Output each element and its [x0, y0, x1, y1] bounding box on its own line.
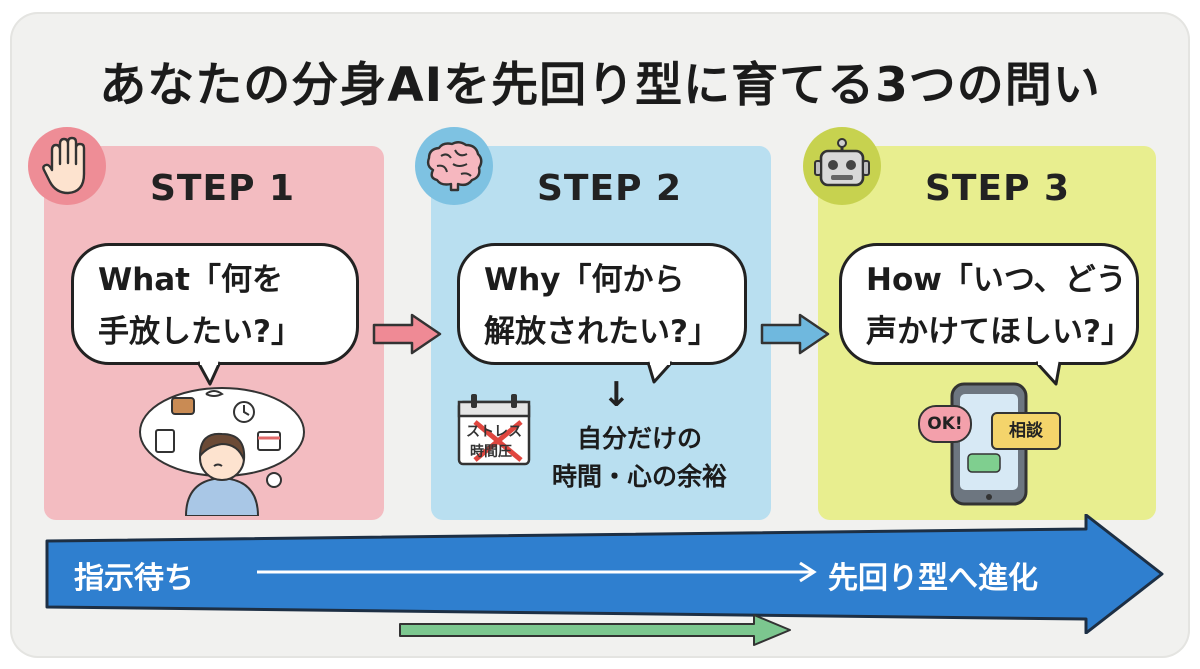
hand-icon — [42, 136, 86, 195]
step2-question-line1: Why「何から — [484, 262, 685, 298]
step2-question-bubble: Why「何から 解放されたい?」 — [457, 243, 747, 365]
brain-icon — [426, 141, 483, 192]
ok-chat-bubble: OK! — [918, 405, 972, 443]
arrow-step1-to-step2-icon — [372, 313, 442, 355]
consult-chat-bubble: 相談 — [991, 412, 1061, 450]
evolution-arrow — [45, 514, 1164, 634]
step2-result-line2: 時間・心の余裕 — [552, 462, 728, 491]
page-title: あなたの分身AIを先回り型に育てる3つの問い — [99, 58, 1101, 113]
worried-person-illustration — [139, 387, 305, 516]
step3-icon-circle — [803, 127, 881, 205]
progress-to-label: 先回り型へ進化 — [828, 561, 1038, 596]
step2-question-line2: 解放されたい?」 — [484, 314, 719, 350]
step2-icon-circle — [415, 127, 493, 205]
step1-question-line1: What「何を — [98, 262, 284, 298]
step3-question-line2: 声かけてほしい?」 — [866, 314, 1132, 350]
step3-bubble-tail — [1034, 360, 1062, 386]
arrow-step2-to-step3-icon — [760, 313, 830, 355]
robot-icon — [814, 138, 870, 187]
step1-question-line2: 手放したい?」 — [98, 314, 302, 350]
step2-label: STEP 2 — [537, 168, 683, 209]
green-progress-arrow-icon — [399, 614, 791, 646]
step2-bubble-tail — [646, 360, 674, 384]
step3-question-bubble: How「いつ、どう 声かけてほしい?」 — [839, 243, 1139, 365]
step1-icon-circle — [28, 127, 106, 205]
progress-from-label: 指示待ち — [74, 561, 194, 596]
step2-result-line1: 自分だけの — [577, 424, 703, 453]
calendar-word-stress: ストレス — [466, 424, 522, 440]
step3-question-line1: How「いつ、どう — [866, 262, 1127, 298]
down-arrow-icon: ↓ — [602, 375, 631, 415]
step3-label: STEP 3 — [925, 168, 1071, 209]
calendar-icon — [457, 394, 531, 466]
calendar-word-time-pressure: 時間圧 — [470, 444, 512, 460]
step1-label: STEP 1 — [150, 168, 296, 209]
step1-question-bubble: What「何を 手放したい?」 — [71, 243, 359, 365]
step2-result: 自分だけの 時間・心の余裕 — [552, 420, 727, 496]
step1-bubble-tail — [196, 360, 222, 386]
